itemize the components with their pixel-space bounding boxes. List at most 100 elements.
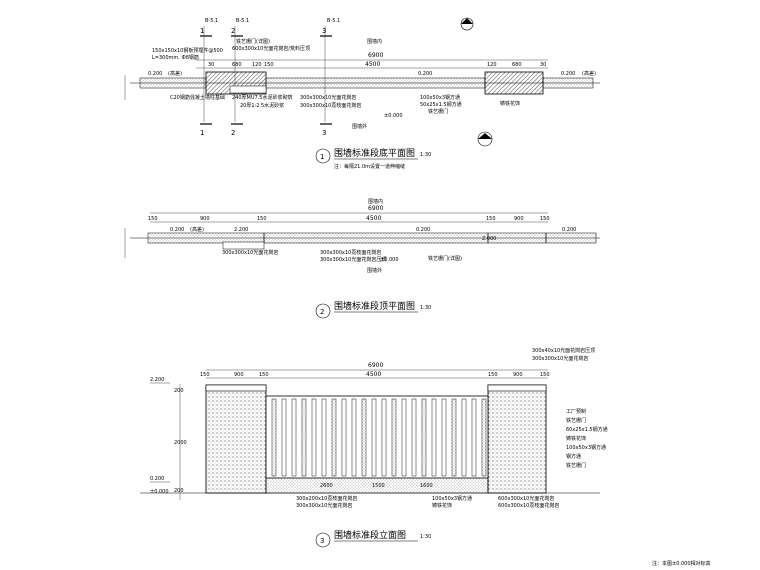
section-mark-2-top: 2 [231, 27, 235, 35]
elev2-right: 2.000 [482, 236, 496, 242]
gate-bar [441, 398, 447, 477]
gate-bar [451, 398, 457, 477]
dim3-right-0: 150 [488, 372, 498, 378]
elevation-zero-2: ±0.000 [380, 257, 399, 263]
elev2-mid: 0.200 [416, 227, 430, 233]
title-number-2: 2 [320, 308, 324, 316]
dim2-right-1: 900 [514, 216, 524, 222]
gate-bar [311, 398, 317, 477]
note-brick: 240厚MU7.5水泥砂浆砌筑 [232, 94, 292, 101]
bottom-note-0: 300x200x10荔枝面花岗岩 [296, 495, 357, 502]
note-iron-gate: 铁艺栅门(详图) [236, 38, 270, 45]
bottom-dim-0: 2600 [320, 483, 333, 489]
section-mark-3-bottom: 3 [322, 129, 326, 137]
side-dim-0: 200 [174, 388, 184, 394]
section-mark-1-top: 1 [200, 27, 204, 35]
gate-bar [411, 398, 417, 477]
bottom-dim-2: 1600 [420, 483, 433, 489]
note2-granite-litchi: 300x300x10荔枝面花岗岩 [320, 249, 381, 256]
right-top-note-0: 300x40x10光面花岗岩压顶 [532, 347, 595, 354]
note2-wall-outside: 围墙外 [367, 267, 382, 274]
gate-bar [271, 398, 277, 477]
section-ref-3: B-5.1 [327, 18, 340, 24]
elev-left: 0.200 [148, 71, 162, 77]
dim2-left-0: 150 [148, 216, 158, 222]
scale-plan-1: 1:30 [420, 152, 431, 158]
elevation-3: 6900 4500 150 900 150 150 900 150 2.200 … [140, 347, 711, 567]
elev-right-tag: (高差) [582, 70, 596, 77]
dim-right-1: 680 [512, 62, 522, 68]
title-number-3: 3 [320, 537, 324, 545]
title-circle-1 [315, 148, 331, 164]
note-wall-inside: 围墙内 [367, 38, 382, 45]
title-circle-3 [315, 532, 331, 548]
gate-bar [351, 398, 357, 477]
gate-bar [291, 398, 297, 477]
note-gate: 铁艺栅门 [428, 108, 448, 115]
gate-bar [421, 398, 427, 477]
right-pillar [487, 384, 547, 494]
note-plan-1: 注：每隔21.0m设置一道伸缩缝 [334, 163, 405, 170]
note2-gate: 铁艺栅门(详图) [428, 255, 462, 262]
note-granite-litchi: 300x300x10荔枝面花岗岩 [300, 102, 361, 109]
plan-1: 1 2 3 B-5.1 B-5.1 B-5.1 3 150x150x10钢板预埋… [124, 17, 600, 170]
dim-right-0: 120 [487, 62, 497, 68]
elev2-tag-a: (高差) [190, 226, 204, 233]
note-mortar: 20厚1:2.5水泥砂浆 [240, 102, 284, 109]
gate-bar [341, 398, 347, 477]
section-ref-1: B-5.1 [205, 18, 218, 24]
section-ref-2: B-5.1 [236, 18, 249, 24]
dim-center: 4500 [365, 61, 380, 68]
elev-right: 0.200 [561, 71, 575, 77]
dim3-left-0: 150 [200, 372, 210, 378]
gate-bar [471, 398, 477, 477]
right-note-0: 工厂预制 [566, 408, 586, 415]
title-plan-2: 围墙标准段顶平面图 [334, 300, 415, 312]
footnote: 注：本图±0.000相对标高 [652, 560, 711, 567]
dim-left-3: 150 [264, 62, 274, 68]
note-foundation: C20钢筋混凝土墙柱基础 [170, 94, 225, 101]
note-anchor-plate: 150x150x10钢板预埋件@500 [152, 47, 223, 54]
dim-total: 6900 [368, 52, 383, 59]
right-top-note-1: 300x300x10光面花岗岩 [532, 355, 588, 362]
note-cast-iron: 铸铁花饰 [500, 100, 520, 107]
note-steel-tube-2: 50x25x1.5钢方通 [420, 101, 462, 108]
right-note-4: 100x50x3钢方通 [566, 444, 606, 451]
title-elevation-3: 围墙标准段立面图 [334, 529, 406, 541]
dim2-right-2: 150 [540, 216, 550, 222]
bottom-dim-1: 1500 [372, 483, 385, 489]
title-circle-2 [315, 303, 331, 319]
bottom-note-4: 600x300x10光面花岗岩 [498, 495, 554, 502]
right-note-3: 铸铁花饰 [566, 435, 586, 442]
gate-bar [281, 398, 287, 477]
gate-bar [461, 398, 467, 477]
dim-center-2: 4500 [366, 215, 381, 222]
height-top: 2.200 [150, 377, 164, 383]
dim-left-0: 30 [208, 62, 214, 68]
height-ground: ±0.000 [150, 489, 169, 495]
gate-bar [321, 398, 327, 477]
dim-left-1: 680 [232, 62, 242, 68]
dim2-left-1: 900 [200, 216, 210, 222]
right-note-1: 铁艺栅门 [566, 417, 586, 424]
scale-plan-2: 1:30 [420, 305, 431, 311]
right-note-5: 钢方通 [566, 453, 581, 460]
gate-bar [381, 398, 387, 477]
title-plan-1: 围墙标准段底平面图 [334, 147, 415, 159]
note-wall-inside-2: 围墙内 [368, 198, 383, 205]
section-mark-2-bottom: 2 [231, 129, 235, 137]
dim-total-3: 6900 [368, 362, 383, 369]
dim3-left-2: 150 [259, 372, 269, 378]
note-steel-tube-1: 100x50x3钢方通 [420, 94, 460, 101]
dim3-right-2: 150 [540, 372, 550, 378]
title-number-1: 1 [320, 153, 324, 161]
dim-center-3: 4500 [366, 371, 381, 378]
elev2-left-a: 0.200 [170, 227, 184, 233]
side-dim-2: 200 [174, 488, 184, 494]
elev-mid: 0.200 [418, 71, 432, 77]
bottom-note-3: 铸铁花饰 [432, 502, 452, 509]
elev-left-tag: (高差) [168, 70, 182, 77]
gate-bar [481, 398, 487, 477]
dim-left-2: 120 [252, 62, 262, 68]
